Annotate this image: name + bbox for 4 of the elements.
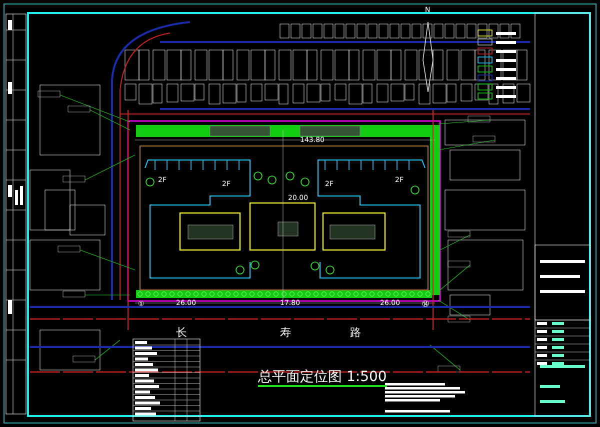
drawing-title: 总平面定位图 1:500 <box>258 370 387 387</box>
road-name: 路 <box>350 327 361 338</box>
road-name: 长 <box>176 327 187 338</box>
road-name: 寿 <box>280 327 291 338</box>
